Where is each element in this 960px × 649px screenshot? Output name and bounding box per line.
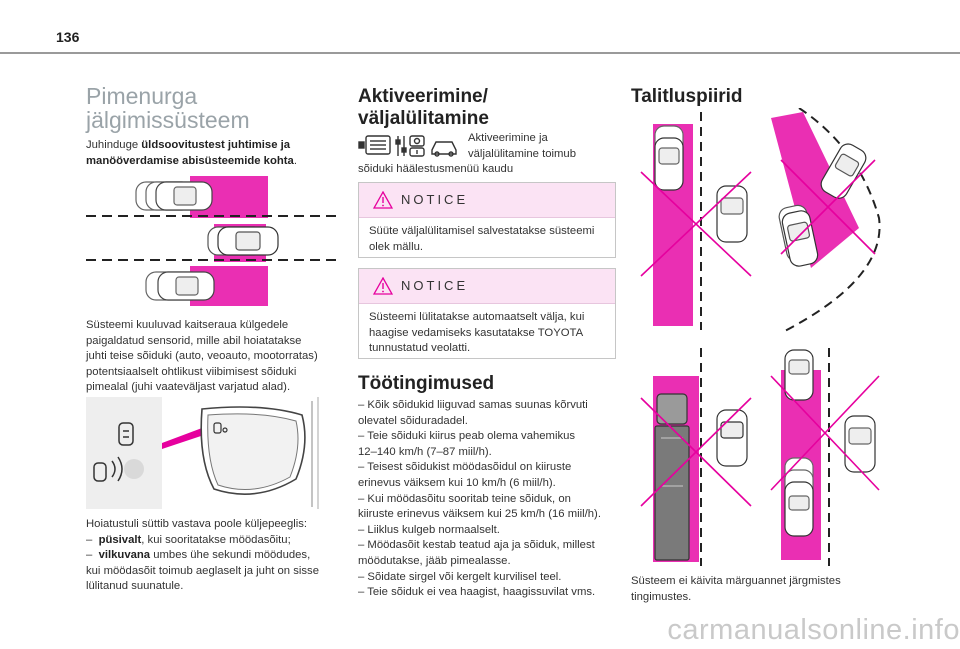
warning-triangle-icon [373,191,393,209]
car-icon [431,141,457,157]
truck-shape [654,393,690,561]
warning-triangle-icon [373,277,393,295]
mirror-warning-illustration [86,397,319,509]
page-number: 136 [56,29,80,45]
menu-icons [358,135,457,157]
notice-title: NOTICE [401,192,469,207]
notice-box-towbar: NOTICE Süsteemi lülitatakse automaatselt… [358,268,616,359]
header-rule [0,52,960,54]
activation-title: Aktiveerimine/ väljalülitamine [358,86,489,129]
watermark: carmanualsonline.info [667,614,960,646]
conditions-list: – Kõik sõidukid liiguvad samas suunas kõ… [358,399,601,599]
screen-icon [358,135,391,155]
notice-text: Süsteemi lülitatakse automaatselt välja,… [369,311,585,355]
notice-box-memory: NOTICE Süüte väljalülitamisel salvestata… [358,182,616,258]
warning-light-icon [213,422,228,434]
sensor-icon [93,422,134,482]
blind-spot-zones-illustration [86,176,336,306]
notice-text: Süüte väljalülitamisel salvestatakse süs… [369,225,595,253]
limitation-truck-illustration [640,348,752,566]
notice-title: NOTICE [401,278,469,293]
limitations-title: Talitluspiirid [631,86,743,107]
warning-light-description: Hoiatustuli süttib vastava poole küljepe… [86,518,319,593]
limitation-fast-overtake-illustration [770,348,880,566]
limitation-curve-illustration [771,108,881,333]
section-title: Pimenurga jälgimissüsteem [86,83,250,133]
activation-text-b: sõiduki häälestusmenüü kaudu [358,163,514,175]
settings-car-icon [395,135,425,157]
sensors-description: Süsteemi kuuluvad kaitseraua külgedele p… [86,319,318,394]
activation-text-a: Aktiveerimine ja väljalülitamine toimub [468,132,576,160]
conditions-title: Töötingimused [358,373,495,394]
limitations-caption: Süsteem ei käivita märguannet järgmistes… [631,575,841,603]
limitation-stopped-vehicle-illustration [640,112,752,330]
